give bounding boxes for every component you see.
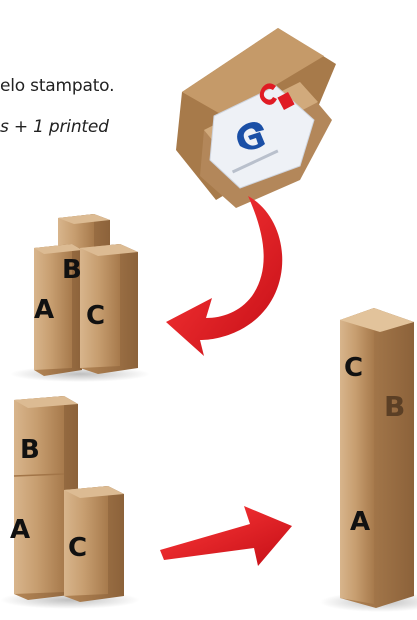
group-assembled-pair: B A C	[0, 396, 140, 609]
group-initial-stack: B A C	[10, 214, 150, 382]
box-label-c: C	[344, 353, 363, 383]
box-label-b: B	[62, 255, 82, 285]
box-label-a: A	[350, 507, 370, 537]
flat-pack-image	[176, 28, 336, 208]
box-label-a: A	[10, 515, 30, 545]
box-label-a: A	[34, 295, 54, 325]
box-label-b: B	[20, 435, 40, 465]
group-final-column: C B A	[320, 308, 417, 612]
box-label-c: C	[68, 533, 87, 563]
straight-arrow-icon	[160, 506, 292, 566]
curved-arrow-icon	[166, 196, 282, 356]
box-label-b: B	[384, 390, 405, 423]
box-label-c: C	[86, 301, 105, 331]
